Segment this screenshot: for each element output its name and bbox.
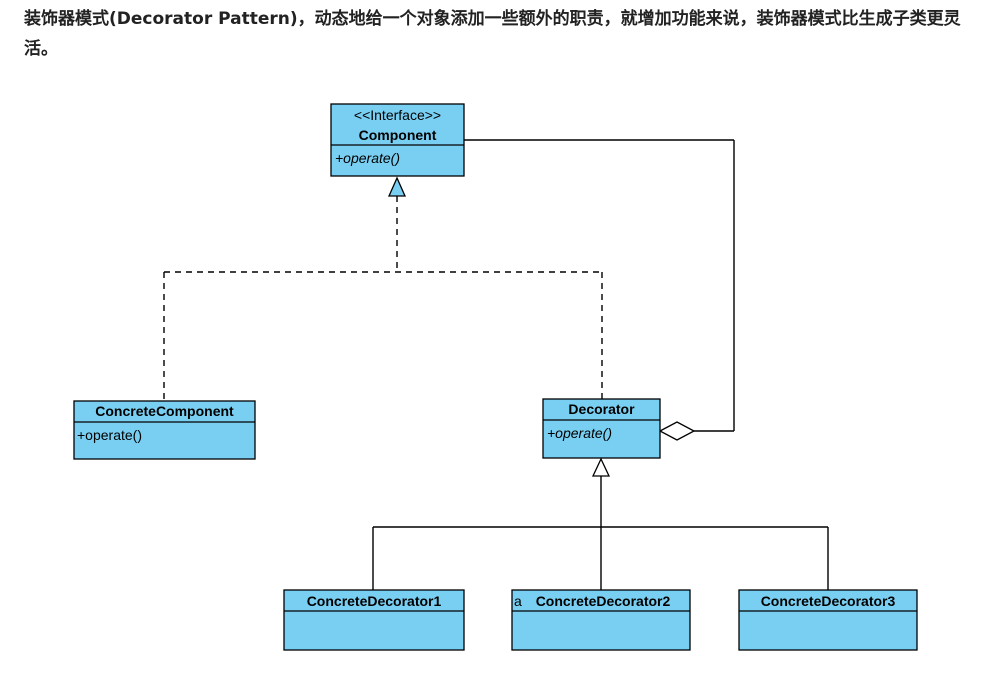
component-stereotype: <<Interface>>	[354, 107, 441, 123]
component-operation: +operate()	[335, 150, 400, 166]
class-concrete-decorator2: a ConcreteDecorator2	[511, 589, 691, 651]
aggregation-diamond	[658, 421, 696, 441]
class-concrete-decorator1: ConcreteDecorator1	[283, 589, 465, 651]
concrete-decorator2-name: ConcreteDecorator2	[536, 593, 671, 609]
class-component: <<Interface>> Component +operate()	[330, 103, 465, 177]
concrete-decorator2-prefix: a	[514, 593, 522, 609]
realization-connector	[163, 196, 603, 401]
generalization-connector	[372, 476, 829, 590]
concrete-component-operation: +operate()	[77, 427, 142, 443]
concrete-decorator1-name: ConcreteDecorator1	[307, 593, 442, 609]
decorator-operation: +operate()	[547, 425, 612, 441]
aggregation-connector	[464, 139, 735, 432]
class-concrete-component: ConcreteComponent +operate()	[73, 400, 256, 460]
intro-paragraph: 装饰器模式(Decorator Pattern)，动态地给一个对象添加一些额外的…	[24, 9, 961, 59]
component-name: Component	[359, 127, 437, 143]
class-decorator: Decorator +operate()	[542, 398, 661, 459]
generalization-arrowhead	[591, 457, 611, 477]
realization-arrowhead	[387, 176, 407, 197]
class-concrete-decorator3: ConcreteDecorator3	[738, 589, 918, 651]
concrete-decorator3-name: ConcreteDecorator3	[761, 593, 896, 609]
concrete-component-name: ConcreteComponent	[95, 403, 234, 419]
decorator-name: Decorator	[568, 401, 635, 417]
